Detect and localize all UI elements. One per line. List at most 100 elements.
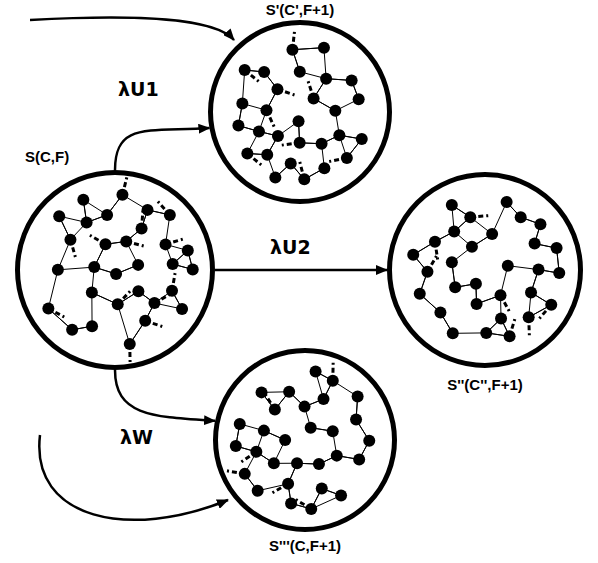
graph-vertex	[350, 414, 362, 426]
graph-vertex	[346, 74, 358, 86]
state-label: S(C,F)	[25, 148, 69, 166]
graph-vertex	[252, 485, 264, 497]
graph-vertex	[64, 234, 76, 246]
graph-vertex	[495, 313, 507, 325]
graph-vertex	[525, 286, 537, 298]
state-label: S''(C'',F+1)	[447, 376, 523, 394]
graph-vertex	[533, 264, 545, 276]
graph-vertex	[164, 209, 176, 221]
state-circle: S''(C'',F+1)	[387, 172, 583, 368]
graph-vertex	[327, 425, 339, 437]
graph-vertex	[316, 483, 328, 495]
graph-vertex	[101, 209, 113, 221]
graph-vertex	[136, 223, 148, 235]
graph-vertex	[480, 327, 492, 339]
graph-vertex	[261, 149, 273, 161]
graph-vertex	[291, 457, 303, 469]
graph-vertex	[139, 315, 151, 327]
graph-vertex	[341, 152, 353, 164]
state-circle: S(C,F)	[15, 170, 215, 370]
graph-vertex	[271, 83, 283, 95]
graph-vertex	[258, 425, 270, 437]
graph-vertex	[421, 266, 433, 278]
graph-vertex	[167, 258, 179, 270]
graph-vertex	[182, 244, 194, 256]
graph-vertex	[272, 130, 284, 142]
graph-vertex	[81, 216, 93, 228]
graph-vertex	[142, 204, 154, 216]
graph-vertex	[545, 299, 557, 311]
transition-arrow	[115, 370, 215, 421]
graph-vertex	[318, 42, 330, 54]
circle-outline	[15, 170, 215, 370]
circle-border	[211, 23, 390, 202]
graph-vertex	[308, 92, 320, 104]
graph-vertex	[449, 281, 461, 293]
graph-vertex	[256, 386, 268, 398]
graph-vertex	[285, 497, 297, 509]
circle-border	[390, 175, 581, 366]
graph-vertex	[294, 137, 306, 149]
state-label: S'''(C,F+1)	[269, 537, 341, 555]
graph-vertex	[269, 404, 281, 416]
graph-vertex	[515, 211, 527, 223]
graph-vertex	[232, 120, 244, 132]
graph-vertex	[464, 211, 476, 223]
graph-vertex	[241, 147, 253, 159]
circle-outline	[208, 20, 392, 204]
graph-vertex	[86, 320, 98, 332]
graph-vertex	[260, 104, 272, 116]
graph-vertex	[448, 225, 460, 237]
graph-vertex	[447, 327, 459, 339]
graph-vertex	[88, 261, 100, 273]
circle-border	[18, 173, 213, 368]
graph-vertex	[501, 196, 513, 208]
state-circle: S'(C',F+1)	[208, 20, 392, 204]
graph-vertex	[236, 98, 248, 110]
graph-vertex	[279, 434, 291, 446]
graph-vertex	[486, 228, 498, 240]
graph-vertex	[504, 330, 516, 342]
graph-vertex	[148, 297, 160, 309]
graph-vertex	[446, 256, 458, 268]
graph-vertex	[42, 303, 54, 315]
graph-vertex	[333, 129, 345, 141]
graph-vertex	[53, 210, 65, 222]
graph-vertex	[110, 268, 122, 280]
graph-vertex	[66, 324, 78, 336]
graph-vertex	[327, 375, 339, 387]
graph-vertex	[305, 503, 317, 515]
graph-vertex	[285, 157, 297, 169]
graph-vertex	[305, 422, 317, 434]
state-circle: S'''(C,F+1)	[213, 348, 397, 532]
graph-vertex	[353, 453, 365, 465]
graph-vertex	[316, 138, 328, 150]
incoming-arrow	[30, 17, 234, 40]
graph-vertex	[353, 93, 365, 105]
graph-vertex	[534, 218, 546, 230]
graph-vertex	[124, 338, 136, 350]
graph-vertex	[429, 236, 441, 248]
circle-outline	[387, 172, 583, 368]
state-label: S'(C',F+1)	[266, 1, 334, 19]
graph-edge	[118, 304, 130, 344]
graph-vertex	[331, 450, 343, 462]
graph-vertex	[253, 125, 265, 137]
graph-vertex	[77, 194, 89, 206]
graph-vertex	[294, 66, 306, 78]
graph-vertex	[86, 287, 98, 299]
graph-vertex	[234, 418, 246, 430]
graph-vertex	[310, 366, 322, 378]
graph-vertex	[120, 235, 132, 247]
circle-border	[216, 351, 395, 530]
graph-vertex	[258, 66, 270, 78]
graph-vertex	[407, 249, 419, 261]
graph-vertex	[176, 303, 188, 315]
graph-vertex	[299, 401, 311, 413]
rate-label: λU2	[268, 236, 313, 259]
graph-vertex	[269, 171, 281, 183]
graph-vertex	[250, 446, 262, 458]
graph-vertex	[166, 285, 178, 297]
graph-vertex	[551, 242, 563, 254]
graph-vertex	[356, 133, 368, 145]
